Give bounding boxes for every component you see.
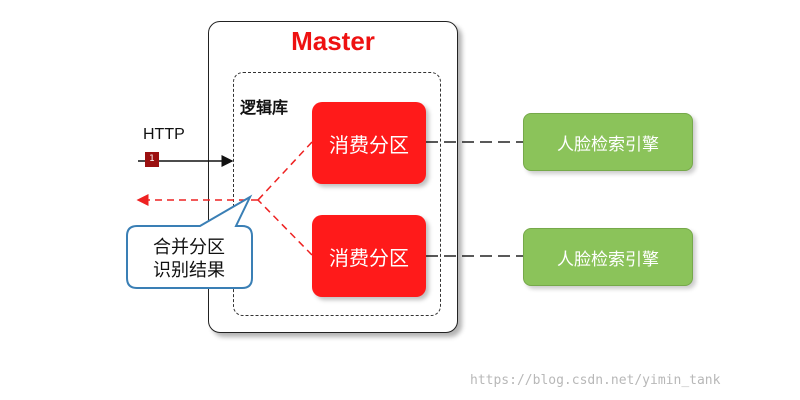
master-title: Master bbox=[291, 26, 375, 56]
face-search-engine-1: 人脸检索引擎 bbox=[523, 113, 693, 171]
partition-box-1: 消费分区 bbox=[312, 102, 426, 184]
merge-line-top bbox=[257, 141, 313, 201]
engine-label-2: 人脸检索引擎 bbox=[557, 249, 659, 270]
partition-box-2: 消费分区 bbox=[312, 215, 426, 297]
callout-line-2: 识别结果 bbox=[153, 260, 225, 281]
face-search-engine-2: 人脸检索引擎 bbox=[523, 228, 693, 286]
partition-label-1: 消费分区 bbox=[329, 132, 409, 157]
engine-label-1: 人脸检索引擎 bbox=[557, 134, 659, 155]
merge-line-bottom bbox=[257, 199, 313, 256]
callout-line-1: 合并分区 bbox=[153, 237, 225, 258]
step-badge: 1 bbox=[145, 152, 159, 167]
callout-bubble bbox=[126, 194, 253, 289]
logic-library-container bbox=[233, 72, 441, 316]
watermark: https://blog.csdn.net/yimin_tank bbox=[470, 373, 721, 388]
logic-library-label: 逻辑库 bbox=[240, 98, 289, 117]
http-label: HTTP bbox=[143, 126, 185, 143]
partition-label-2: 消费分区 bbox=[329, 245, 409, 270]
callout-text: 合并分区 识别结果 bbox=[127, 236, 251, 282]
